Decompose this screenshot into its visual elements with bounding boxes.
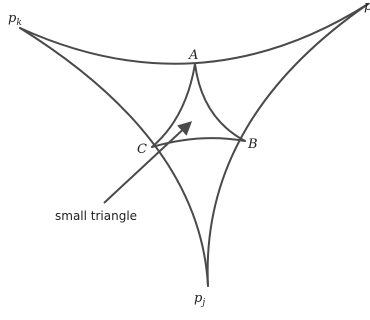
point-label-pi-partial: p [364,0,370,14]
outer-arc-pk-pj [19,27,209,287]
point-label-pj: pj [194,291,205,308]
inner-arc-c-b [151,137,246,148]
point-label-pk: pk [8,11,22,28]
inner-arc-a-c [151,63,196,148]
inner-arc-a-b [194,63,246,142]
vertex-label-b: B [247,137,258,152]
vertex-label-a: A [188,48,198,63]
outer-arc-pj-pi [206,3,369,287]
small-triangle-annotation: small triangle [55,209,137,223]
outer-arc-pk-pi [19,3,369,65]
vertex-label-c: C [137,142,147,157]
pointer-arrow [103,121,193,204]
